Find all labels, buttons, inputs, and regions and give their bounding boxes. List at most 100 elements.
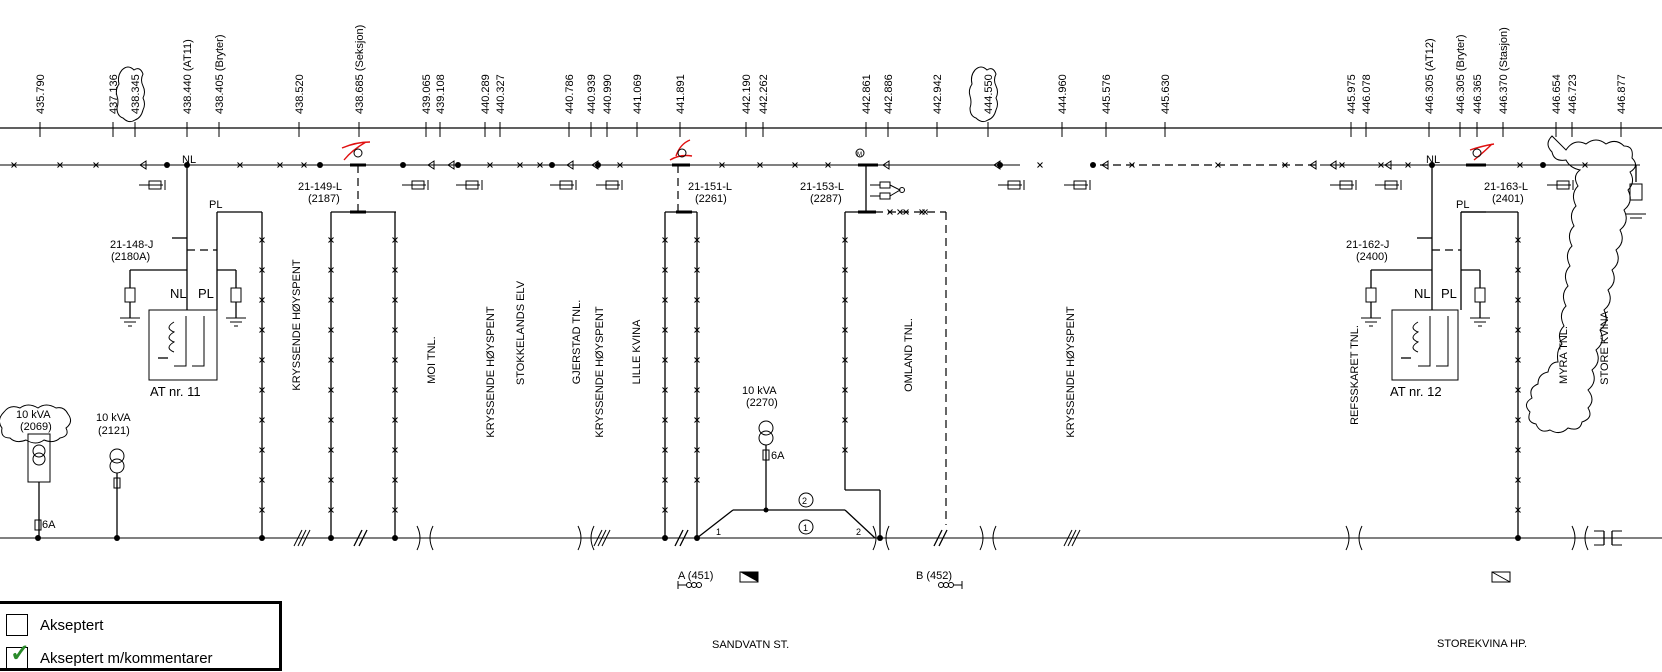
chainage-label: 441.069	[632, 74, 644, 114]
fuse-rating: 6A	[42, 519, 56, 531]
disconnector-box	[465, 180, 479, 190]
chainage-label: 445.630	[1160, 74, 1172, 114]
direction-arrow	[1101, 160, 1109, 170]
chainage-label: 438.685 (Seksjon)	[354, 25, 366, 114]
chainage-label: 446.370 (Stasjon)	[1498, 27, 1510, 114]
location-label: MOI TNL.	[426, 336, 438, 383]
transformer-2069	[0, 404, 72, 538]
chainage-label: 446.078	[1361, 74, 1373, 114]
at11-label: AT nr. 11	[150, 384, 201, 399]
switch-label: 21-148-J	[110, 239, 153, 251]
disconnector-box	[1339, 180, 1353, 190]
motor-symbol	[855, 148, 865, 158]
chainage-label: 438.440 (AT11)	[182, 39, 194, 114]
location-label: LILLE KVINA	[631, 319, 643, 384]
legend-accepted-comments-label: Akseptert m/kommentarer	[40, 649, 213, 667]
chainage-label: 438.345	[130, 74, 142, 114]
transformer-2270	[696, 420, 876, 539]
junction-dots	[35, 162, 1546, 541]
track-end-number: 1	[716, 527, 721, 537]
line-x-marker	[1517, 162, 1523, 168]
transformer-number: (2270)	[746, 397, 778, 409]
direction-arrow	[427, 160, 435, 170]
transformer-rating: 10 kVA	[96, 412, 131, 424]
direction-arrow	[139, 160, 147, 170]
check-icon: ✓	[10, 640, 31, 667]
line-x-marker	[487, 162, 493, 168]
disconnector-box	[411, 180, 425, 190]
disconnector-box	[148, 180, 162, 190]
signal-symbols	[677, 571, 1511, 589]
line-x-marker	[757, 162, 763, 168]
pl-label: PL	[198, 286, 214, 301]
location-label: REFSSKARET TNL.	[1349, 325, 1361, 425]
chainage-label: 439.108	[435, 74, 447, 114]
accepted-comments-checkbox[interactable]: ✓	[6, 642, 30, 669]
line-x-marker	[517, 162, 523, 168]
track-b-label: B (452)	[916, 570, 952, 582]
chainage-label: 446.305 (Bryter)	[1455, 35, 1467, 114]
chainage-label: 442.942	[932, 74, 944, 114]
chainage-label: 438.520	[294, 74, 306, 114]
legend-accepted-label: Akseptert	[40, 616, 104, 634]
line-x-marker	[792, 162, 798, 168]
switch-label: 21-149-L	[298, 181, 342, 193]
pl-label: PL	[1441, 286, 1457, 301]
motor-mark: M	[857, 152, 862, 158]
nl-label: NL	[170, 286, 187, 301]
review-legend: Akseptert ✓ Akseptert m/kommentarer	[0, 601, 282, 671]
line-x-marker	[11, 162, 17, 168]
line-x-marker	[1405, 162, 1411, 168]
line-x-marker	[825, 162, 831, 168]
track-number: 2	[802, 496, 807, 506]
chainage-label: 440.990	[602, 74, 614, 114]
transformer-rating: 10 kVA	[742, 385, 777, 397]
location-label: KRYSSENDE HØYSPENT	[485, 306, 497, 438]
direction-arrow	[447, 160, 455, 170]
nl-label: NL	[1414, 286, 1431, 301]
disconnector-box	[1073, 180, 1087, 190]
pl-label: PL	[209, 199, 222, 211]
line-x-marker	[719, 162, 725, 168]
motor-symbol	[353, 148, 363, 158]
disconnector-box	[1384, 180, 1398, 190]
disconnector-box	[605, 180, 619, 190]
pl-label: PL	[1456, 199, 1469, 211]
chainage-label: 446.654	[1551, 74, 1563, 114]
legend-row-accepted-comments: ✓ Akseptert m/kommentarer	[6, 642, 213, 671]
revision-cloud	[115, 66, 145, 123]
switch-number: (2187)	[308, 193, 340, 205]
line-x-marker	[237, 162, 243, 168]
line-x-marker	[617, 162, 623, 168]
disconnector-box	[1556, 180, 1570, 190]
direction-arrow	[882, 160, 890, 170]
location-label: STORE KVINA	[1599, 310, 1611, 384]
line-x-marker	[1037, 162, 1043, 168]
line-x-marker	[1378, 162, 1384, 168]
chainage-label: 445.576	[1101, 74, 1113, 114]
disconnector-symbol	[1629, 183, 1643, 201]
track-end-number: 2	[856, 527, 861, 537]
chainage-label: 440.786	[564, 74, 576, 114]
transformer-2121	[109, 448, 125, 538]
chainage-label: 446.305 (AT12)	[1424, 38, 1436, 114]
chainage-label: 441.891	[675, 74, 687, 114]
switch-label: 21-153-L	[800, 181, 844, 193]
feeder-21-153	[844, 165, 947, 538]
motor-symbol	[677, 148, 687, 158]
line-x-marker	[93, 162, 99, 168]
legend-row-accepted: Akseptert	[6, 612, 103, 638]
line-x-marker	[1582, 162, 1588, 168]
location-label: STOKKELANDS ELV	[515, 280, 527, 385]
at12-label: AT nr. 12	[1390, 384, 1442, 399]
chainage-label: 440.939	[586, 74, 598, 114]
motor-symbol	[1472, 148, 1482, 158]
accepted-checkbox[interactable]	[6, 614, 28, 636]
feeder-21-149	[330, 165, 396, 538]
revision-cloud	[1526, 135, 1636, 434]
chainage-label: 442.886	[883, 74, 895, 114]
track-number: 1	[803, 523, 808, 533]
chainage-label: 446.877	[1616, 74, 1628, 114]
